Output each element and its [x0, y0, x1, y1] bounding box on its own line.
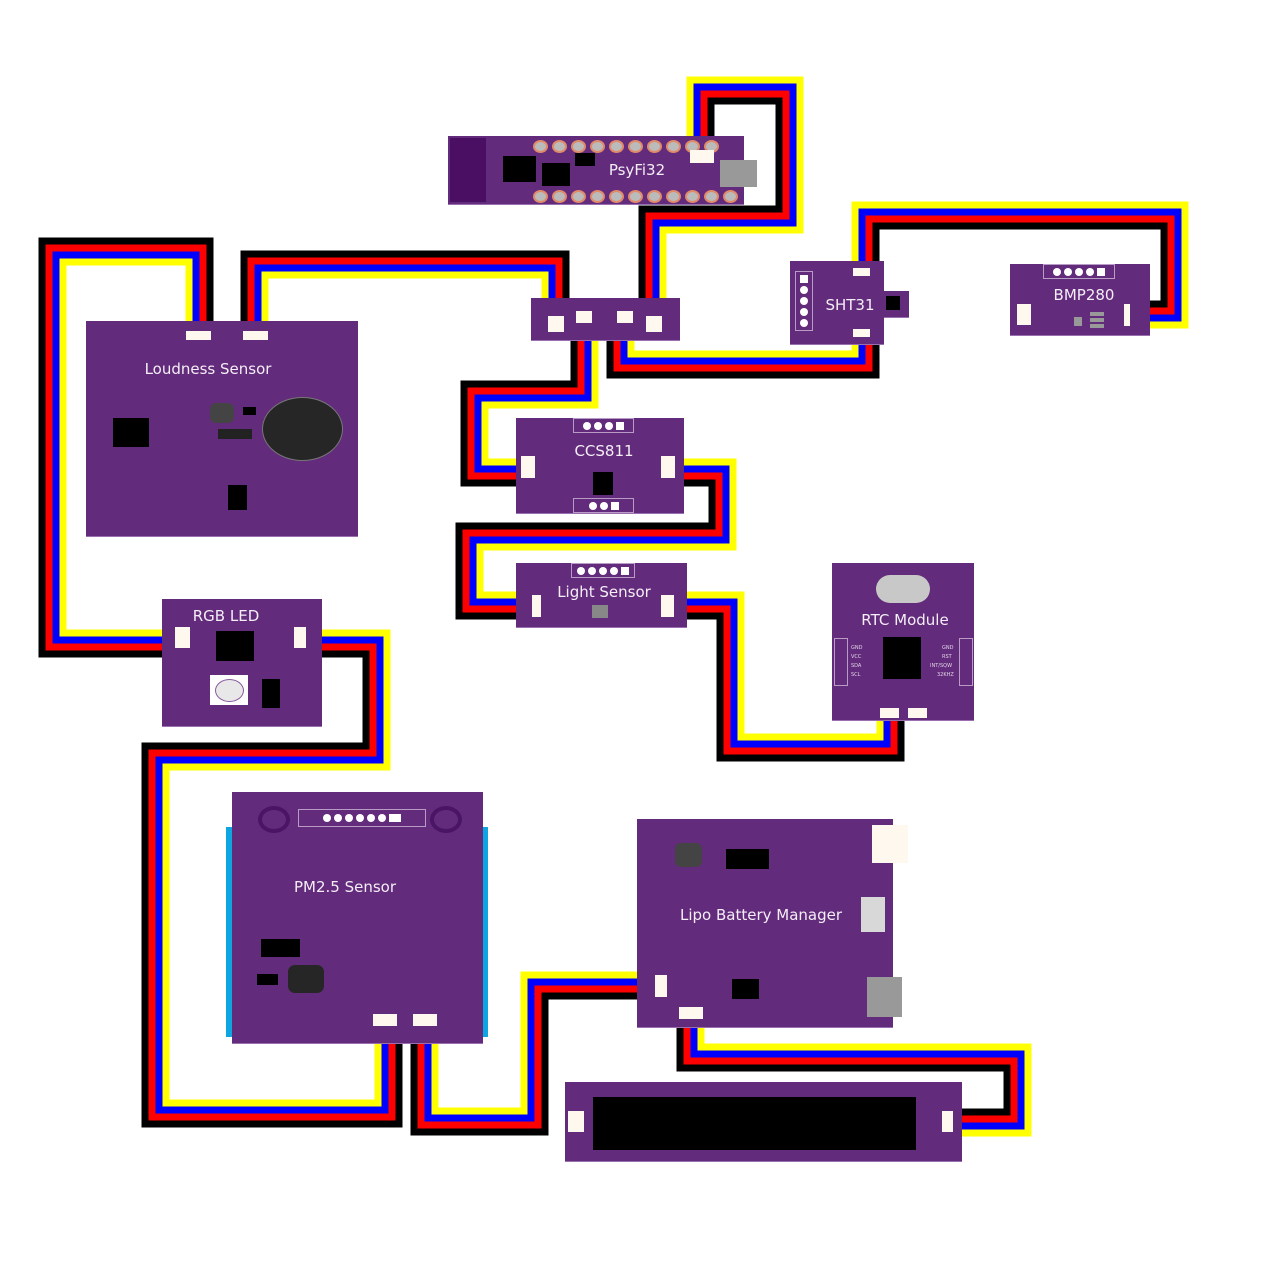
microphone: [262, 397, 343, 461]
qwiic-connector-right[interactable]: [294, 627, 306, 648]
lipo-battery-manager-board[interactable]: Lipo Battery Manager: [637, 819, 893, 1028]
cable-hub-sht31: [606, 322, 880, 379]
qwiic-connector-left[interactable]: [521, 456, 535, 478]
qwiic-connector-left[interactable]: [186, 331, 211, 340]
rtc-pins-left: [834, 638, 848, 686]
pin-header-top: [573, 418, 634, 433]
cable-pm25-lipo: [410, 971, 660, 1136]
sensor: [1074, 317, 1082, 326]
cable-lipo-display: [676, 1020, 1032, 1137]
sensor-chip: [593, 472, 613, 495]
display-board[interactable]: [565, 1082, 962, 1162]
qwiic-connector-2[interactable]: [413, 1014, 437, 1026]
bmp280-label: BMP280: [1053, 286, 1115, 304]
chip: [228, 485, 247, 510]
pin-header: [571, 563, 635, 578]
rtc-chip: [883, 637, 921, 679]
display-screen: [593, 1097, 916, 1150]
antenna-area: [450, 138, 486, 202]
loudness-sensor-label: Loudness Sensor: [144, 360, 272, 378]
qwiic-connector-bottom[interactable]: [679, 1007, 703, 1019]
hub-port-4[interactable]: [646, 316, 662, 332]
mount-hole: [258, 806, 290, 833]
battery-connector[interactable]: [872, 825, 908, 863]
chip: [216, 631, 254, 661]
pin-header: [298, 809, 426, 827]
qwiic-connector-left[interactable]: [175, 627, 190, 648]
cable-hub-ccs811: [460, 322, 599, 487]
switch[interactable]: [861, 897, 885, 932]
qwiic-connector-right[interactable]: [243, 331, 268, 340]
loudness-sensor-board[interactable]: Loudness Sensor: [86, 321, 358, 537]
pin-header: [795, 271, 813, 331]
cable-loudness-hub: [240, 250, 570, 328]
connector-left[interactable]: [1017, 304, 1031, 325]
cable-rgb-pm25: [141, 629, 403, 1128]
ccs811-board[interactable]: CCS811: [516, 418, 684, 514]
qwiic-connector-bottom[interactable]: [853, 329, 870, 337]
cable-sht31-bmp280: [851, 201, 1189, 329]
pin-header-bottom: [573, 498, 634, 513]
potentiometer: [210, 403, 234, 423]
rgb-led-label: RGB LED: [192, 607, 260, 625]
pm25-sensor-label: PM2.5 Sensor: [293, 878, 397, 896]
chip: [262, 679, 280, 708]
chip: [113, 418, 149, 447]
cable-light-rtc: [675, 591, 905, 762]
hub-port-2[interactable]: [576, 311, 592, 323]
psyfi32-label: PsyFi32: [608, 161, 666, 179]
psyfi32-board[interactable]: PsyFi32: [448, 136, 744, 205]
rtc-module-label: RTC Module: [861, 611, 949, 629]
sht31-board[interactable]: SHT31: [790, 261, 884, 345]
sht31-sensor-tab: [884, 291, 909, 318]
qwiic-connector-1[interactable]: [880, 708, 899, 718]
usb-port[interactable]: [867, 977, 902, 1017]
led: [210, 675, 248, 705]
header-pins-bottom: [533, 190, 738, 203]
qwiic-connector-1[interactable]: [373, 1014, 397, 1026]
light-sensor-board[interactable]: Light Sensor: [516, 563, 687, 628]
pm25-side-right: [480, 827, 488, 1037]
sht31-label: SHT31: [825, 296, 875, 314]
qwiic-hub-board[interactable]: [531, 298, 680, 341]
bmp280-board[interactable]: BMP280: [1010, 264, 1150, 336]
rtc-pins-right: [959, 638, 973, 686]
hub-port-3[interactable]: [617, 311, 633, 323]
lipo-battery-manager-label: Lipo Battery Manager: [679, 906, 843, 924]
mount-hole: [430, 806, 462, 833]
qwiic-connector-2[interactable]: [908, 708, 927, 718]
cable-ccs811-light: [455, 458, 737, 620]
light-sensor-label: Light Sensor: [557, 583, 651, 601]
qwiic-connector-left[interactable]: [532, 595, 541, 617]
rtc-module-board[interactable]: RTC Module GND VCC SDA SCL GND RST INT/S…: [832, 563, 974, 721]
connector-left[interactable]: [568, 1111, 584, 1132]
header-pins-top: [533, 140, 719, 153]
battery-holder: [876, 575, 930, 603]
qwiic-connector-left[interactable]: [655, 975, 667, 997]
cable-psyfi-hub: [638, 76, 804, 312]
pm25-side-left: [226, 827, 234, 1037]
light-sensor-chip: [592, 605, 608, 618]
pin-header: [1043, 264, 1115, 279]
qwiic-connector-right[interactable]: [942, 1111, 953, 1132]
cable-loudness-rgb: [38, 237, 214, 658]
qwiic-connector[interactable]: [690, 150, 714, 163]
qwiic-connector[interactable]: [1124, 304, 1130, 326]
rgb-led-board[interactable]: RGB LED: [162, 599, 322, 727]
chip: [503, 156, 536, 182]
usb-port: [720, 160, 757, 187]
qwiic-connector-top[interactable]: [853, 268, 870, 276]
ccs811-label: CCS811: [574, 442, 634, 460]
hub-port-1[interactable]: [548, 316, 564, 332]
chip: [575, 153, 595, 166]
chip: [542, 163, 570, 186]
qwiic-connector-right[interactable]: [661, 595, 674, 617]
qwiic-connector-right[interactable]: [661, 456, 675, 478]
pm25-sensor-board[interactable]: PM2.5 Sensor: [232, 792, 483, 1044]
